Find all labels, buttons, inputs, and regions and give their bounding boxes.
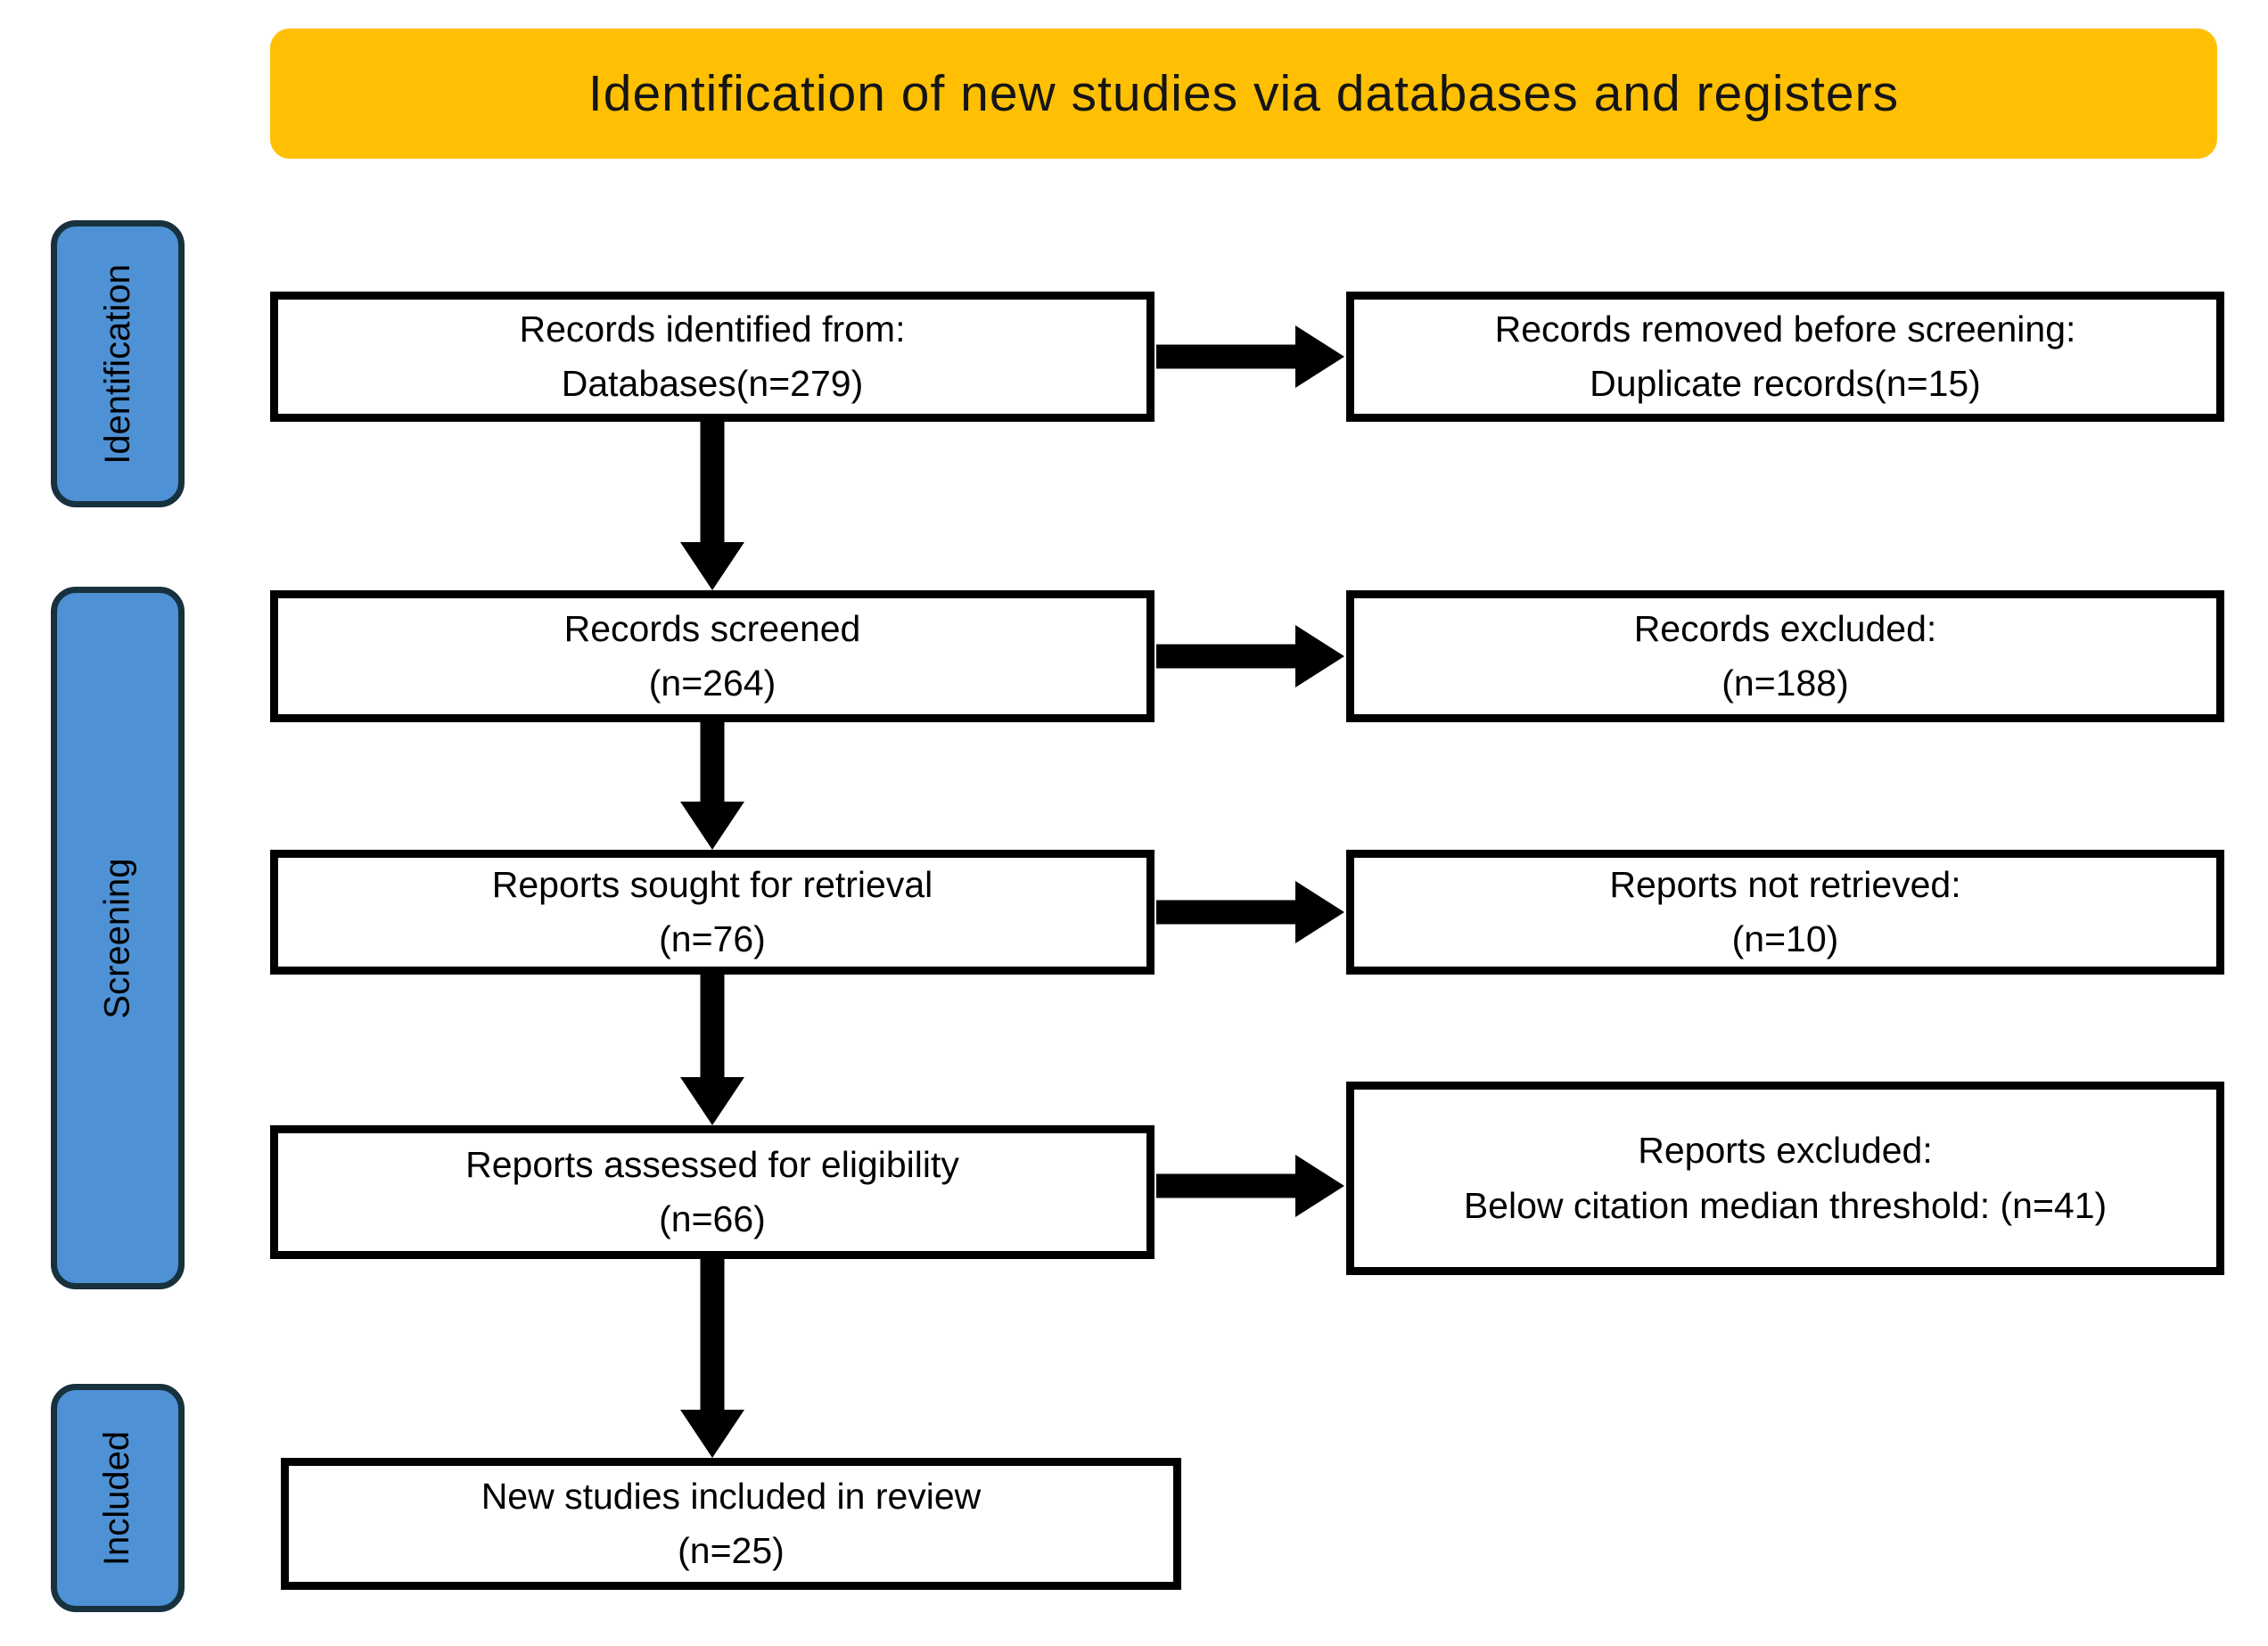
arrow-right-row3-icon [1156, 876, 1344, 948]
box-records-identified-line2: Databases(n=279) [561, 363, 864, 404]
arrow-head [1295, 1155, 1344, 1217]
stage-included: Included [51, 1384, 185, 1612]
title-banner: Identification of new studies via databa… [270, 29, 2217, 159]
box-reports-assessed-line2: (n=66) [659, 1198, 766, 1239]
stage-identification: Identification [51, 220, 185, 507]
arrow-shaft [700, 422, 725, 547]
arrow-head [680, 802, 744, 850]
box-reports-assessed-line1: Reports assessed for eligibility [465, 1143, 959, 1185]
arrow-shaft [700, 1259, 725, 1415]
box-records-removed-line2: Duplicate records(n=15) [1590, 363, 1981, 404]
box-studies-included-line2: (n=25) [678, 1530, 785, 1571]
arrow-head [680, 1077, 744, 1125]
box-reports-assessed: Reports assessed for eligibility (n=66) [270, 1125, 1155, 1259]
box-reports-sought-line1: Reports sought for retrieval [491, 863, 933, 905]
arrow-right-row1-icon [1156, 321, 1344, 392]
box-reports-not-retrieved-line2: (n=10) [1731, 918, 1839, 959]
arrow-down-3-icon [677, 975, 748, 1125]
stage-screening: Screening [51, 587, 185, 1289]
arrow-head [1295, 325, 1344, 388]
arrow-head [1295, 881, 1344, 943]
box-reports-not-retrieved: Reports not retrieved: (n=10) [1346, 850, 2224, 975]
arrow-head [680, 1410, 744, 1458]
box-records-screened-line2: (n=264) [648, 663, 777, 704]
box-reports-excluded-line2: Below citation median threshold: (n=41) [1463, 1184, 2108, 1226]
box-records-excluded-line2: (n=188) [1722, 663, 1849, 704]
box-reports-excluded-line1: Reports excluded: [1638, 1130, 1933, 1171]
box-records-screened: Records screened (n=264) [270, 590, 1155, 722]
arrow-shaft [1156, 644, 1300, 669]
arrow-shaft [700, 975, 725, 1082]
arrow-right-row4-icon [1156, 1150, 1344, 1222]
arrow-head [680, 542, 744, 590]
arrow-down-2-icon [677, 722, 748, 850]
arrow-shaft [700, 722, 725, 807]
box-records-identified: Records identified from: Databases(n=279… [270, 292, 1155, 422]
stage-identification-label: Identification [97, 263, 137, 465]
box-reports-not-retrieved-line1: Reports not retrieved: [1609, 863, 1961, 905]
box-studies-included: New studies included in review (n=25) [281, 1458, 1181, 1590]
box-reports-excluded: Reports excluded: Below citation median … [1346, 1082, 2224, 1275]
arrow-shaft [1156, 344, 1300, 369]
arrow-head [1295, 625, 1344, 687]
box-records-excluded: Records excluded: (n=188) [1346, 590, 2224, 722]
box-records-excluded-line1: Records excluded: [1633, 607, 1937, 649]
diagram-title: Identification of new studies via databa… [588, 65, 1900, 122]
arrow-shaft [1156, 900, 1300, 925]
box-records-identified-line1: Records identified from: [519, 308, 906, 350]
box-studies-included-line1: New studies included in review [481, 1475, 982, 1517]
box-records-removed: Records removed before screening: Duplic… [1346, 292, 2224, 422]
arrow-down-1-icon [677, 422, 748, 590]
box-reports-sought: Reports sought for retrieval (n=76) [270, 850, 1155, 975]
box-records-screened-line1: Records screened [563, 607, 861, 649]
arrow-down-4-icon [677, 1259, 748, 1458]
stage-included-label: Included [97, 1430, 137, 1566]
arrow-shaft [1156, 1173, 1300, 1198]
box-records-removed-line1: Records removed before screening: [1494, 308, 2076, 350]
box-reports-sought-line2: (n=76) [659, 918, 766, 959]
stage-screening-label: Screening [97, 857, 137, 1019]
arrow-right-row2-icon [1156, 621, 1344, 692]
